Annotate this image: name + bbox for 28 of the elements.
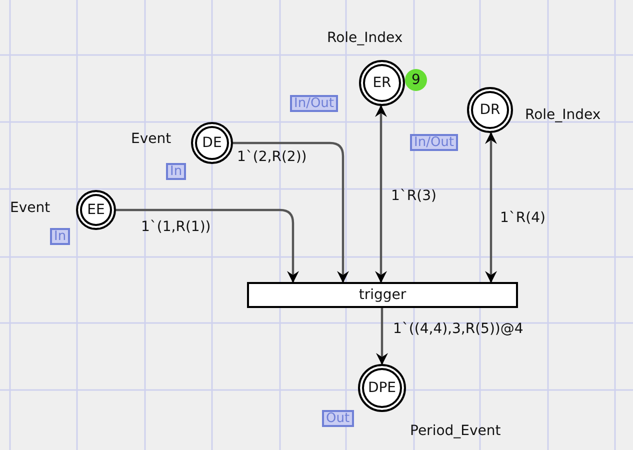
- place-name: DR: [480, 103, 500, 117]
- place-type: Event: [131, 132, 172, 146]
- place-type: Period_Event: [410, 424, 501, 438]
- arc-inscription: 1`((4,4),3,R(5))@4: [392, 322, 524, 336]
- arc-inscription: 1`(2,R(2)): [236, 150, 308, 164]
- transition-box: [247, 282, 518, 308]
- place-name: ER: [372, 76, 392, 90]
- arc-arrow: [485, 132, 497, 283]
- port-tag: In: [166, 163, 186, 180]
- arc-arrow: [376, 308, 388, 365]
- arc-inscription: 1`(1,R(1)): [140, 220, 212, 234]
- arc-arrow: [233, 142, 349, 283]
- arc-inscription: 1`R(4): [499, 211, 546, 225]
- arc-arrow: [116, 208, 299, 283]
- port-tag: In: [50, 228, 70, 245]
- place-type: Role_Index: [327, 31, 403, 45]
- arc-inscription: 1`R(3): [390, 189, 438, 203]
- port-tag: Out: [322, 410, 354, 427]
- port-tag: In/Out: [290, 95, 338, 112]
- place-name: DE: [202, 136, 222, 150]
- place-type: Event: [10, 201, 50, 215]
- arc-arrow: [375, 104, 387, 283]
- place-name: EE: [87, 203, 105, 217]
- place-name: DPE: [368, 381, 396, 395]
- transition-name: trigger: [358, 288, 406, 302]
- place-type: Role_Index: [525, 108, 601, 122]
- port-tag: In/Out: [410, 134, 458, 151]
- token-count-badge: 9: [405, 69, 427, 91]
